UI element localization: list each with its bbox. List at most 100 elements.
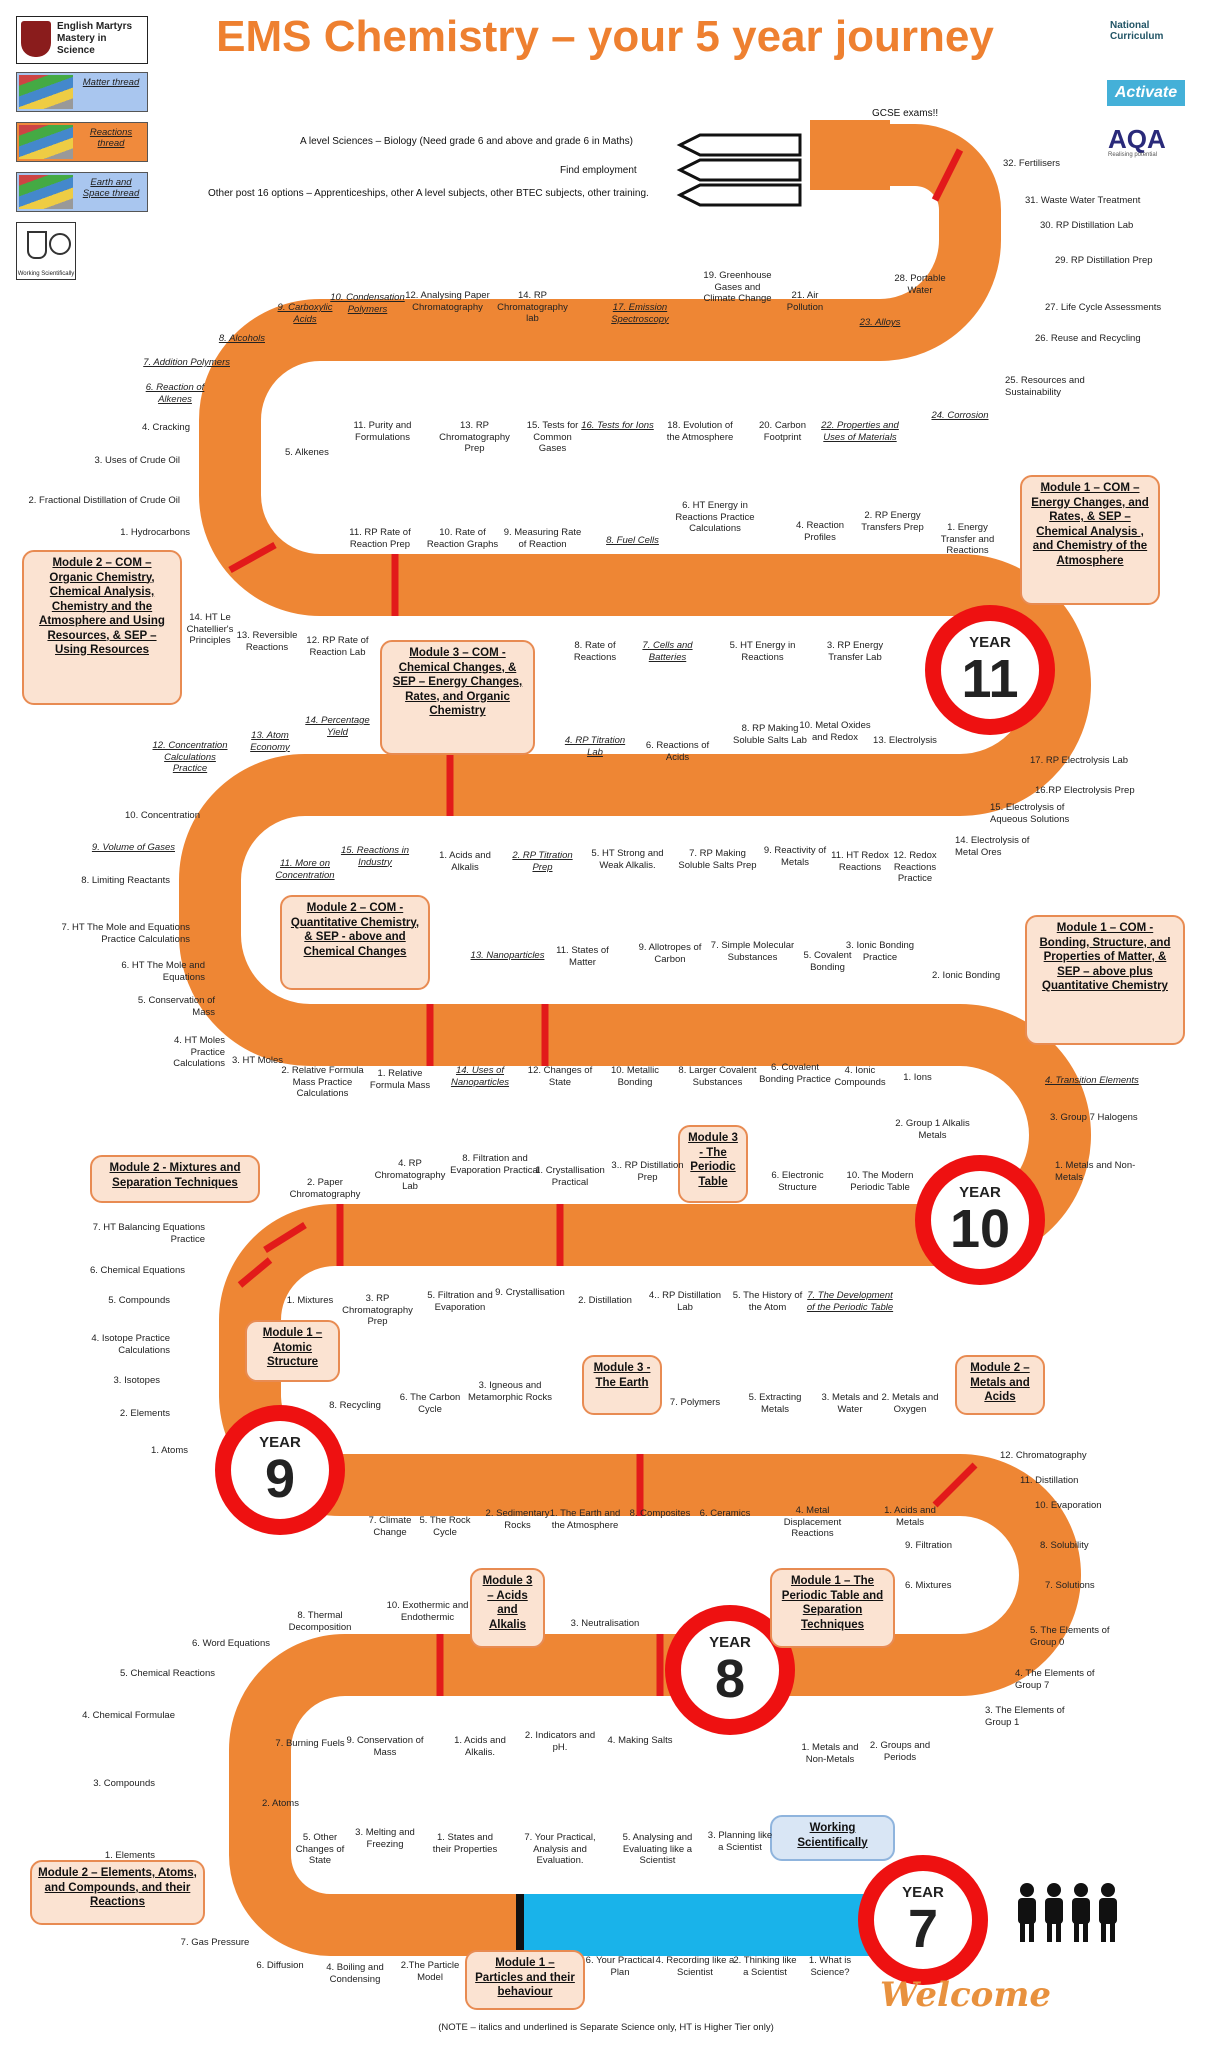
topic-label: 12. Changes of State	[527, 1065, 593, 1088]
topic-label: 2. Fractional Distillation of Crude Oil	[28, 495, 180, 506]
topic-label: 4. Chemical Formulae	[82, 1710, 175, 1721]
topic-label: 4.. RP Distillation Lab	[648, 1290, 722, 1313]
topic-label: 8. Limiting Reactants	[81, 875, 170, 886]
topic-label: 18. Evolution of the Atmosphere	[666, 420, 734, 443]
topic-label: 10. Metallic Bonding	[610, 1065, 660, 1088]
callout-y8-module-1: Module 1 – The Periodic Table and Separa…	[770, 1568, 895, 1648]
topic-label: 8. Recycling	[329, 1400, 381, 1411]
topic-label: 4. RP Titration Lab	[564, 735, 626, 758]
topic-label: 8. Rate of Reactions	[573, 640, 617, 663]
callout-y11-module-1: Module 1 – COM – Energy Changes, and Rat…	[1020, 475, 1160, 605]
topic-label: 5. The History of the Atom	[732, 1290, 803, 1313]
topic-label: 11. More on Concentration	[275, 858, 335, 881]
school-shield-icon	[21, 21, 51, 57]
topic-label: 28. Portable Water	[894, 273, 946, 296]
topic-label: 1. Acids and Metals	[884, 1505, 936, 1528]
topic-label: 11. States of Matter	[556, 945, 609, 968]
earth-space-thread-label: Earth and Space thread	[82, 177, 140, 199]
topic-label: 2. Distillation	[578, 1295, 632, 1306]
topic-label: 1. Ions	[903, 1072, 932, 1083]
topic-label: 1. Atoms	[151, 1445, 188, 1456]
topic-label: 2. Group 1 Alkalis Metals	[895, 1118, 970, 1141]
topic-label: 24. Corrosion	[931, 410, 989, 421]
topic-label: 3. Planning like a Scientist	[707, 1830, 773, 1853]
topic-label: 26. Reuse and Recycling	[1035, 333, 1141, 344]
topic-label: 31. Waste Water Treatment	[1025, 195, 1141, 206]
topic-label: 29. RP Distillation Prep	[1055, 255, 1153, 266]
topic-label: 8. RP Making Soluble Salts Lab	[733, 723, 807, 746]
reactions-thread-key: Reactions thread	[16, 122, 148, 162]
topic-label: 9. Crystallisation	[495, 1287, 565, 1298]
topic-label: 2. RP Energy Transfers Prep	[861, 510, 924, 533]
topic-label: 5. Compounds	[108, 1295, 170, 1306]
topic-label: 1. Metals and Non-Metals	[1055, 1160, 1136, 1183]
topic-label: 3. Compounds	[93, 1778, 155, 1789]
topic-label: 10. Concentration	[125, 810, 200, 821]
topic-label: 7. Addition Polymers	[143, 357, 230, 368]
callout-y9-module-2: Module 2 - Mixtures and Separation Techn…	[90, 1155, 260, 1203]
topic-label: 6. Your Practical Plan	[585, 1955, 655, 1978]
topic-label: 1. Elements	[104, 1850, 155, 1861]
callout-y11-module-2: Module 2 – COM – Organic Chemistry, Chem…	[22, 550, 182, 705]
topic-label: 16. Tests for Ions	[581, 420, 654, 431]
topic-label: 8. Solubility	[1040, 1540, 1089, 1551]
topic-label: 3. The Elements of Group 1	[985, 1705, 1065, 1728]
topic-label: 10. Rate of Reaction Graphs	[426, 527, 499, 550]
topic-label: 15. Electrolysis of Aqueous Solutions	[990, 802, 1070, 825]
employment-option: Find employment	[560, 165, 637, 176]
topic-label: 6. Covalent Bonding Practice	[759, 1062, 831, 1085]
topic-label: 7. Simple Molecular Substances	[710, 940, 795, 963]
topic-label: 6. Electronic Structure	[771, 1170, 824, 1193]
topic-label: 1. The Earth and the Atmosphere	[549, 1508, 621, 1531]
topic-label: 23. Alloys	[859, 317, 901, 328]
topic-label: 9. Volume of Gases	[91, 842, 175, 853]
topic-label: 3. Metals and Water	[821, 1392, 879, 1415]
topic-label: 5. Analysing and Evaluating like a Scien…	[622, 1832, 693, 1866]
topic-label: 14. RP Chromatography lab	[497, 290, 568, 324]
activate-logo: Activate	[1107, 80, 1185, 106]
topic-label: 6. Diffusion	[256, 1960, 304, 1971]
matter-thread-key: Matter thread	[16, 72, 148, 112]
topic-label: 9. Carboxylic Acids	[277, 302, 333, 325]
topic-label: 10. The Modern Periodic Table	[846, 1170, 914, 1193]
topic-label: 6. Mixtures	[905, 1580, 952, 1591]
topic-label: 5. Chemical Reactions	[119, 1668, 215, 1679]
topic-label: 5. Extracting Metals	[748, 1392, 802, 1415]
callout-y10-module-2: Module 2 – COM - Quantitative Chemistry,…	[280, 895, 430, 990]
topic-label: 12. RP Rate of Reaction Lab	[306, 635, 369, 658]
callout-y9-module-3: Module 3 - The Earth	[582, 1355, 662, 1415]
topic-label: 2.The Particle Model	[400, 1960, 460, 1983]
topic-label: 1. Acids and Alkalis.	[454, 1735, 506, 1758]
topic-label: 4. Reaction Profiles	[795, 520, 845, 543]
topic-label: 10. Condensation Polymers	[330, 292, 405, 315]
topic-label: 2. Relative Formula Mass Practice Calcul…	[281, 1065, 364, 1099]
topic-label: 4. HT Moles Practice Calculations	[173, 1035, 225, 1069]
topic-label: 3.. RP Distillation Prep	[611, 1160, 684, 1183]
topic-label: 8. Larger Covalent Substances	[678, 1065, 757, 1088]
topic-label: 12. Chromatography	[1000, 1450, 1087, 1461]
topic-label: 14. Uses of Nanoparticles	[450, 1065, 510, 1088]
topic-label: 7. Solutions	[1045, 1580, 1095, 1591]
callout-y10-module-3-periodic-table: Module 3 - The Periodic Table	[678, 1125, 748, 1203]
topic-label: 1. Acids and Alkalis	[439, 850, 491, 873]
callout-y7-module-2: Module 2 – Elements, Atoms, and Compound…	[30, 1860, 205, 1925]
topic-label: 5. The Rock Cycle	[419, 1515, 471, 1538]
school-name: English Martyrs Mastery in Science	[57, 21, 133, 56]
topic-label: 3. Neutralisation	[570, 1618, 640, 1629]
topic-label: 13. Nanoparticles	[470, 950, 545, 961]
topic-label: 7. Cells and Batteries	[642, 640, 693, 663]
topic-label: 2. Indicators and pH.	[524, 1730, 596, 1753]
topic-label: 4. Metal Displacement Reactions	[783, 1505, 842, 1539]
topic-label: 5. Filtration and Evaporation	[427, 1290, 493, 1313]
topic-label: 4. Making Salts	[607, 1735, 673, 1746]
callout-y8-module-2: Module 2 – Metals and Acids	[955, 1355, 1045, 1415]
topic-label: 1. What is Science?	[808, 1955, 852, 1978]
topic-label: 6. Reactions of Acids	[645, 740, 710, 763]
topic-label: 4. Ionic Compounds	[834, 1065, 886, 1088]
topic-label: 9. Measuring Rate of Reaction	[503, 527, 582, 550]
topic-label: 8. Filtration and Evaporation Practical	[450, 1153, 540, 1176]
topic-label: 9. Filtration	[905, 1540, 952, 1551]
